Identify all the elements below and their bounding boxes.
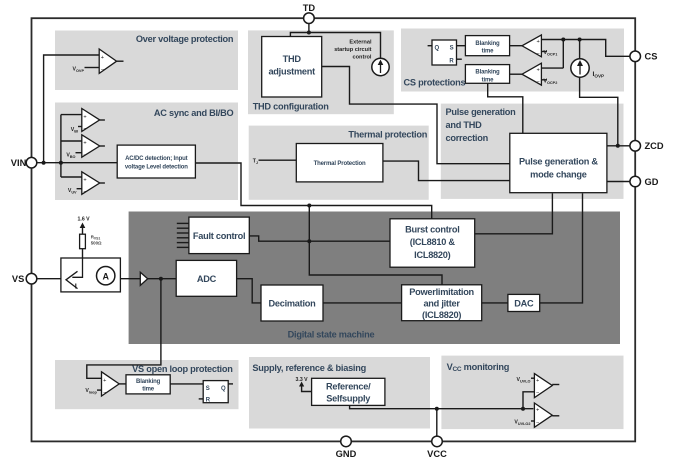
- svg-text:THD: THD: [283, 54, 302, 64]
- svg-text:TD: TD: [303, 3, 316, 13]
- svg-text:VCC: VCC: [427, 449, 447, 459]
- svg-text:VS open loop protection: VS open loop protection: [132, 364, 233, 374]
- svg-text:ICL8820): ICL8820): [414, 250, 450, 260]
- svg-text:VBO: VBO: [66, 152, 75, 159]
- svg-text:+: +: [536, 378, 539, 384]
- svg-text:time: time: [482, 77, 495, 83]
- svg-text:time: time: [482, 49, 495, 55]
- svg-text:Burst control: Burst control: [405, 224, 459, 234]
- svg-text:mode change: mode change: [530, 170, 587, 180]
- svg-text:VCC monitoring: VCC monitoring: [447, 362, 510, 373]
- svg-text:Q: Q: [435, 46, 440, 52]
- svg-text:correction: correction: [446, 133, 489, 143]
- svg-text:VOCP1: VOCP1: [544, 50, 558, 57]
- svg-text:control: control: [353, 55, 372, 61]
- svg-text:+: +: [101, 55, 104, 61]
- svg-text:Digital state machine: Digital state machine: [288, 330, 375, 340]
- svg-text:Blanking: Blanking: [475, 70, 500, 76]
- svg-text:500Ω: 500Ω: [91, 241, 102, 246]
- svg-text:CS: CS: [645, 52, 658, 62]
- svg-text:VOCP2: VOCP2: [544, 79, 558, 86]
- svg-text:THD configuration: THD configuration: [253, 101, 330, 111]
- svg-text:AC/DC detection; Input: AC/DC detection; Input: [125, 156, 188, 162]
- svg-text:+: +: [83, 114, 86, 120]
- svg-text:VBI: VBI: [71, 127, 78, 134]
- svg-text:Fault control: Fault control: [193, 231, 245, 241]
- svg-text:Thermal protection: Thermal protection: [348, 129, 427, 139]
- svg-text:VUVLO: VUVLO: [516, 377, 530, 384]
- svg-text:+: +: [536, 408, 539, 414]
- svg-text:+: +: [83, 177, 86, 183]
- svg-text:startup circuit: startup circuit: [334, 47, 371, 53]
- svg-text:AC sync and BI/BO: AC sync and BI/BO: [154, 108, 234, 118]
- svg-text:GD: GD: [645, 177, 659, 187]
- svg-text:VS: VS: [12, 274, 24, 284]
- svg-text:Pulse generation: Pulse generation: [446, 107, 517, 117]
- svg-text:TJ: TJ: [253, 159, 258, 166]
- svg-text:3.3 V: 3.3 V: [296, 377, 309, 383]
- svg-text:VOVP: VOVP: [73, 66, 85, 73]
- svg-text:GND: GND: [336, 449, 357, 459]
- svg-text:S: S: [450, 46, 454, 52]
- svg-text:ZCD: ZCD: [645, 141, 664, 151]
- svg-text:VIN: VIN: [11, 158, 27, 168]
- svg-text:External: External: [349, 40, 372, 46]
- svg-text:RVS1: RVS1: [91, 235, 101, 241]
- svg-text:and jitter: and jitter: [423, 298, 460, 308]
- svg-text:Over voltage protection: Over voltage protection: [136, 34, 234, 44]
- svg-text:R: R: [449, 59, 454, 65]
- svg-text:Q: Q: [221, 386, 226, 392]
- svg-text:Supply, reference & biasing: Supply, reference & biasing: [252, 363, 366, 373]
- svg-text:I: I: [75, 282, 77, 291]
- svg-text:Pulse generation &: Pulse generation &: [519, 157, 598, 167]
- svg-text:1.6 V: 1.6 V: [78, 217, 91, 223]
- svg-text:−: −: [537, 80, 540, 86]
- svg-text:+: +: [537, 68, 540, 74]
- svg-text:+: +: [537, 39, 540, 45]
- svg-text:CS protections: CS protections: [404, 77, 466, 87]
- svg-text:Reference/: Reference/: [326, 381, 371, 391]
- svg-text:S: S: [206, 386, 210, 392]
- svg-text:VUV: VUV: [68, 188, 77, 195]
- svg-text:−: −: [103, 390, 106, 396]
- svg-text:−: −: [83, 153, 86, 159]
- svg-text:−: −: [83, 189, 86, 195]
- svg-text:ADC: ADC: [197, 274, 217, 284]
- svg-text:Decimation: Decimation: [268, 299, 316, 309]
- svg-text:and THD: and THD: [446, 120, 483, 130]
- svg-text:(ICL8810 &: (ICL8810 &: [410, 237, 456, 247]
- svg-text:−: −: [537, 51, 540, 57]
- svg-text:(ICL8820): (ICL8820): [422, 310, 461, 320]
- svg-text:R: R: [206, 398, 211, 404]
- svg-text:Thermal Protection: Thermal Protection: [314, 161, 366, 167]
- svg-text:−: −: [83, 126, 86, 132]
- svg-text:VUVLO2: VUVLO2: [514, 419, 530, 426]
- svg-text:−: −: [536, 391, 539, 397]
- svg-text:+: +: [83, 141, 86, 147]
- svg-text:time: time: [142, 387, 155, 393]
- svg-text:Selfsupply: Selfsupply: [326, 393, 371, 403]
- svg-text:Vloop: Vloop: [85, 388, 97, 395]
- svg-text:Powerlimitation: Powerlimitation: [409, 287, 474, 297]
- svg-text:A: A: [102, 272, 109, 282]
- svg-text:IOVP: IOVP: [593, 71, 605, 79]
- svg-text:+: +: [103, 378, 106, 384]
- svg-text:DAC: DAC: [514, 298, 534, 308]
- svg-text:Blanking: Blanking: [475, 41, 500, 47]
- svg-text:−: −: [536, 420, 539, 426]
- svg-text:−: −: [101, 67, 104, 73]
- svg-text:adjustment: adjustment: [268, 67, 315, 77]
- svg-text:voltage Level detection: voltage Level detection: [125, 164, 188, 170]
- svg-text:Blanking: Blanking: [136, 379, 161, 385]
